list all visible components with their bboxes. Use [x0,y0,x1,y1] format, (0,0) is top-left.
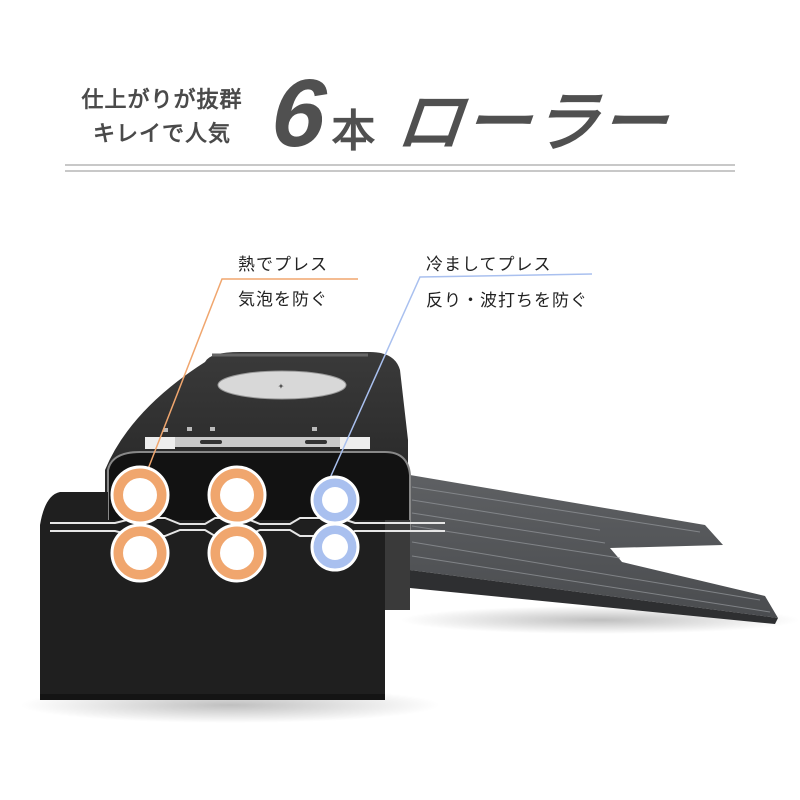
tagline: 仕上がりが抜群 キレイで人気 [72,84,252,152]
heat-roller-bottom-1 [110,523,170,583]
divider-line-bottom [65,170,735,172]
cool-callout-benefit: 反り・波打ちを防ぐ [426,291,588,311]
headline-title: 6 本 ローラー [268,60,673,167]
heat-callout-benefit: 気泡を防ぐ [238,290,328,310]
heat-roller-top-2 [207,465,267,525]
divider-line-top [65,164,735,166]
tagline-line1: 仕上がりが抜群 [81,88,243,113]
svg-text:✦: ✦ [278,382,285,391]
heat-leader-line [140,278,358,488]
output-tray [410,475,778,624]
roller-count-unit: 本 [331,107,376,156]
heat-roller-top-1 [110,465,170,525]
cool-roller-top [310,475,360,525]
tagline-line2: キレイで人気 [92,122,231,147]
heat-roller-bottom-2 [207,523,267,583]
laminator-top-housing: ✦ [105,352,411,580]
cool-roller-bottom [310,522,360,572]
cool-leader-line [329,273,593,479]
cool-callout-title: 冷ましてプレス [426,255,552,275]
heat-callout-title: 熱でプレス [238,255,328,275]
